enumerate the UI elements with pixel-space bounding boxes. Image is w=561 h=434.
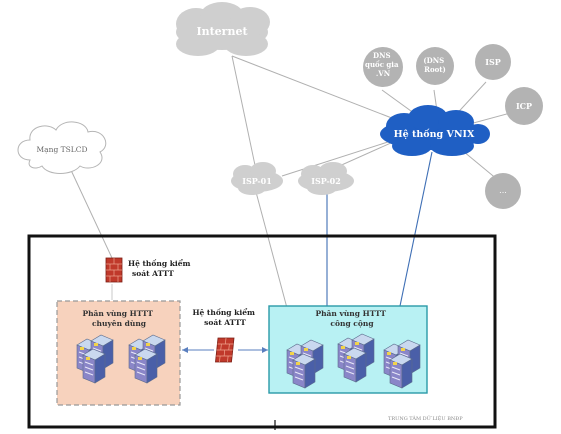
isp-node-label: ISP: [485, 57, 501, 67]
more-node-label: ...: [499, 186, 507, 195]
dns-root-line2: Root): [424, 65, 446, 74]
dns-vn-node: DNS quốc gia .VN: [363, 47, 403, 87]
tslcd-label: Mạng TSLCD: [36, 145, 87, 154]
icp-node: ICP: [505, 87, 543, 125]
dns-root-node: (DNS Root): [416, 47, 454, 85]
security-control-middle: Hệ thống kiểm soát ATTT: [182, 308, 268, 363]
public-zone: Phân vùng HTTT công cộng: [268, 305, 428, 394]
isp-01-label: ISP-01: [242, 176, 272, 186]
dns-vn-line1: DNS: [373, 51, 391, 60]
public-zone-line2: công cộng: [330, 319, 374, 328]
firewall-icon: [215, 337, 235, 363]
internet-label: Internet: [196, 25, 248, 38]
vnix-label: Hệ thống VNIX: [394, 128, 475, 140]
vnix-cloud: Hệ thống VNIX: [380, 105, 490, 156]
svg-text:Phân vùng HTTT công cộng: Phân vùng HTTT công cộng: [315, 309, 388, 328]
more-node: ...: [485, 173, 521, 209]
isp-02-label: ISP-02: [311, 176, 341, 186]
internet-cloud: Internet: [176, 2, 270, 56]
dns-vn-line3: .VN: [376, 69, 391, 78]
dns-root-line1: (DNS: [423, 56, 444, 65]
dns-vn-line2: quốc gia: [365, 60, 399, 69]
security-mid-line1: Hệ thống kiểm: [192, 308, 255, 317]
security-top-line2: soát ATTT: [132, 269, 174, 278]
security-top-line1: Hệ thống kiểm: [128, 259, 191, 268]
svg-text:DNS quốc gia .VN: DNS quốc gia .VN: [365, 51, 401, 78]
private-zone-line1: Phân vùng HTTT: [82, 309, 153, 318]
svg-text:Hệ thống kiểm soát ATTT: Hệ thống kiểm soát ATTT: [192, 308, 257, 327]
data-center-boundary: [27, 234, 497, 429]
tslcd-cloud: Mạng TSLCD: [17, 121, 107, 174]
private-zone-line2: chuyên dùng: [92, 319, 147, 328]
svg-text:Hệ thống kiểm soát ATTT: Hệ thống kiểm soát ATTT: [128, 259, 193, 278]
isp-01-cloud: ISP-01: [231, 162, 283, 195]
svg-text:(DNS Root): (DNS Root): [423, 56, 446, 74]
private-zone: Phân vùng HTTT chuyên dùng: [56, 300, 181, 406]
security-control-top: Hệ thống kiểm soát ATTT: [105, 257, 193, 300]
firewall-icon: [105, 257, 123, 283]
icp-node-label: ICP: [516, 101, 532, 111]
footer-label: TRUNG TÂM DỮ LIỆU BNĐP: [388, 414, 463, 422]
public-zone-line1: Phân vùng HTTT: [315, 309, 386, 318]
isp-node: ISP: [475, 44, 511, 80]
security-mid-line2: soát ATTT: [204, 318, 246, 327]
isp-02-cloud: ISP-02: [298, 162, 354, 195]
blue-links: [326, 151, 433, 307]
svg-text:Phân vùng HTTT chuyên dù: Phân vùng HTTT chuyên dùng: [82, 309, 155, 328]
